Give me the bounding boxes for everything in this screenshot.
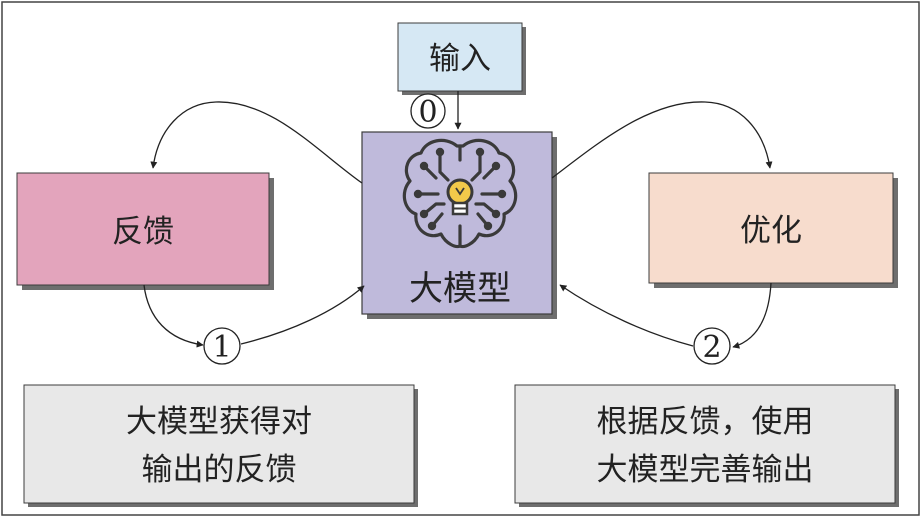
model-box [361,131,553,315]
arrow-model-to-feedback [150,101,363,184]
left-note: 大模型获得对 输出的反馈 [23,384,418,507]
arrow-feedback-to-step1 [143,284,204,348]
left-note-box [23,384,415,504]
optimize-node: 优化 [648,172,898,288]
input-node: 输入 [397,22,526,95]
optimize-box [648,172,894,284]
step-1-marker: 1 [203,327,241,365]
step-2-label: 2 [702,330,721,365]
arrow-step1-to-model [240,285,365,345]
feedback-node: 反馈 [16,172,274,290]
step-0-marker: 0 [410,93,446,130]
right-note-line1: 根据反馈，使用 [597,404,814,440]
model-node: 大模型 [361,131,557,319]
step-0-label: 0 [418,95,437,130]
left-note-line2: 输出的反馈 [142,452,297,488]
feedback-box [16,172,270,286]
left-note-line1: 大模型获得对 [126,404,312,440]
model-label: 大模型 [409,269,511,309]
input-box [397,22,523,92]
step-2-marker: 2 [693,327,731,365]
right-note-box [514,384,896,504]
optimize-label: 优化 [740,213,802,249]
arrow-step2-to-model [559,284,694,347]
arrow-optimize-to-step2 [732,282,772,349]
arrow-model-to-optimize [551,101,773,179]
right-note: 根据反馈，使用 大模型完善输出 [514,384,899,507]
step-1-label: 1 [212,330,231,365]
lightbulb-icon [446,178,474,216]
circuit-nodes [413,147,507,231]
right-note-line2: 大模型完善输出 [597,452,814,488]
input-label: 输入 [429,41,491,77]
feedback-label: 反馈 [112,214,174,250]
